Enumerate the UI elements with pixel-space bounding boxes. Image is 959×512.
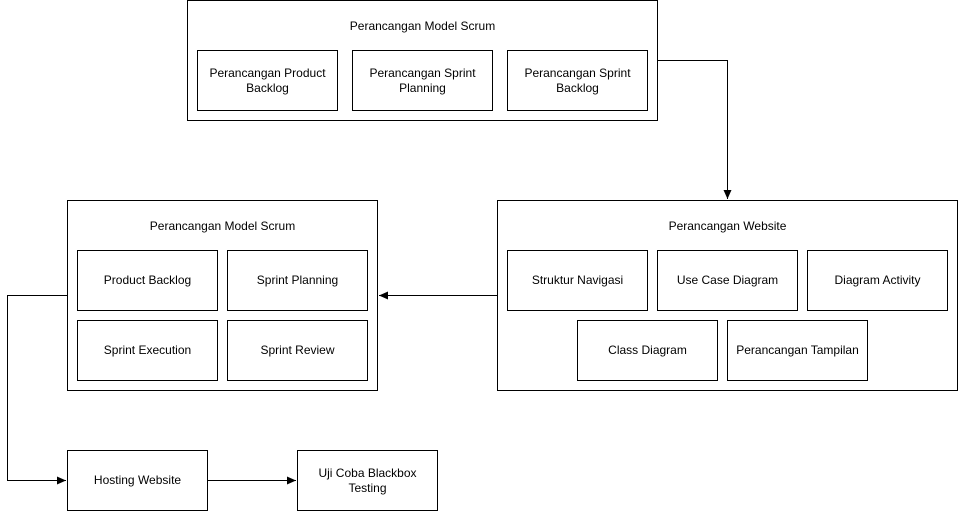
- box-hosting-website: Hosting Website: [67, 450, 208, 511]
- box-perancangan-sprint-backlog: Perancangan Sprint Backlog: [507, 50, 648, 111]
- box-struktur-navigasi: Struktur Navigasi: [507, 250, 648, 311]
- box-class-diagram: Class Diagram: [577, 320, 718, 381]
- box-sprint-review: Sprint Review: [227, 320, 368, 381]
- box-sprint-planning: Sprint Planning: [227, 250, 368, 311]
- box-sprint-execution: Sprint Execution: [77, 320, 218, 381]
- group-title: Perancangan Website: [668, 219, 787, 233]
- group-title: Perancangan Model Scrum: [149, 219, 296, 233]
- box-perancangan-product-backlog: Perancangan Product Backlog: [197, 50, 338, 111]
- box-perancangan-tampilan: Perancangan Tampilan: [727, 320, 868, 381]
- box-diagram-activity: Diagram Activity: [807, 250, 948, 311]
- arrow-scrum-mid-to-hosting: [7, 295, 67, 485]
- box-product-backlog: Product Backlog: [77, 250, 218, 311]
- box-uji-coba-blackbox-testing: Uji Coba Blackbox Testing: [297, 450, 438, 511]
- box-perancangan-sprint-planning: Perancangan Sprint Planning: [352, 50, 493, 111]
- box-use-case-diagram: Use Case Diagram: [657, 250, 798, 311]
- group-title: Perancangan Model Scrum: [349, 19, 496, 33]
- arrow-scrum-top-to-website: [658, 60, 732, 199]
